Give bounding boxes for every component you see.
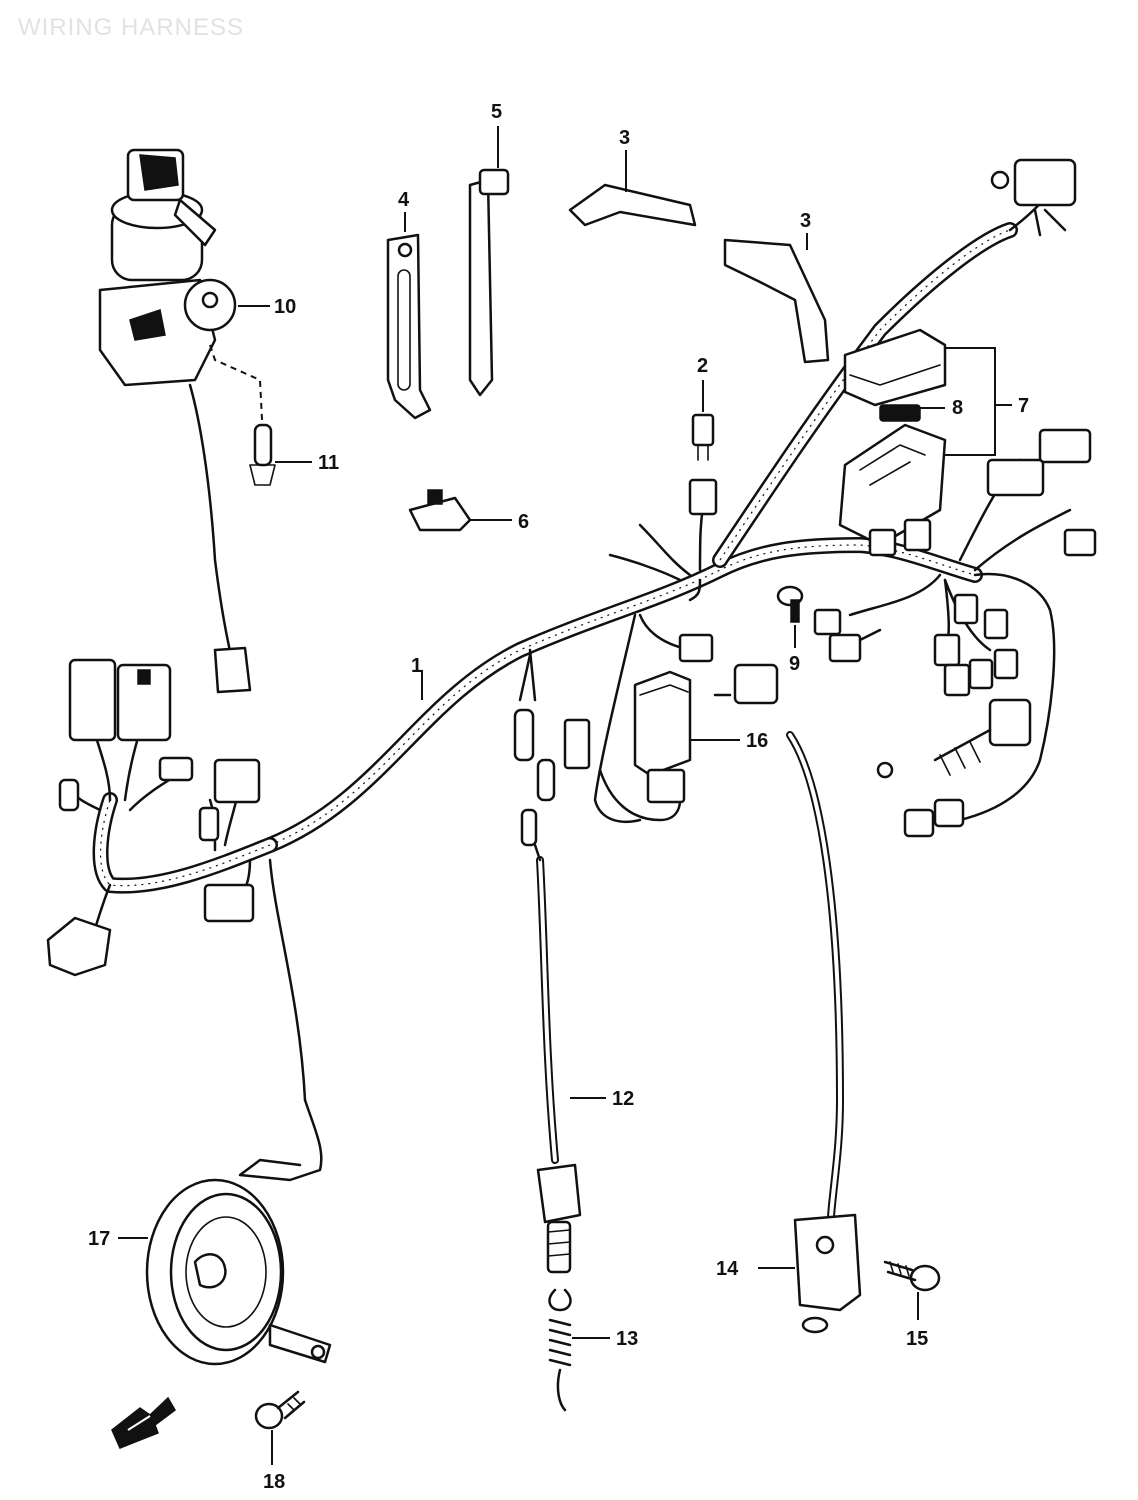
horn bbox=[145, 858, 332, 1366]
connectors-right bbox=[813, 158, 1097, 838]
relay bbox=[563, 633, 714, 804]
front-arrow-icon bbox=[111, 1396, 176, 1449]
neutral-switch bbox=[713, 663, 862, 1334]
label-4: 4 bbox=[398, 189, 410, 211]
label-12: 12 bbox=[612, 1088, 634, 1110]
fuse-box bbox=[838, 404, 947, 557]
part-labels: 1 2 3 3 4 5 6 7 8 9 10 11 12 13 14 15 16… bbox=[88, 101, 1029, 1493]
main-harness bbox=[92, 222, 1018, 894]
cable-tie bbox=[468, 168, 510, 397]
label-11: 11 bbox=[318, 452, 339, 474]
label-13: 13 bbox=[616, 1328, 638, 1350]
label-14: 14 bbox=[716, 1258, 739, 1280]
label-16: 16 bbox=[746, 730, 768, 752]
label-3b: 3 bbox=[800, 210, 811, 232]
connectors-left bbox=[46, 658, 261, 977]
bolt-horn bbox=[254, 1390, 306, 1430]
bulb bbox=[249, 423, 276, 486]
spring bbox=[548, 1288, 572, 1412]
label-3a: 3 bbox=[619, 127, 630, 149]
sensor-cable bbox=[513, 648, 582, 1274]
ignition-switch bbox=[98, 148, 263, 694]
clamp-band bbox=[386, 233, 432, 420]
label-1: 1 bbox=[411, 655, 422, 677]
label-5: 5 bbox=[491, 101, 502, 123]
bolt bbox=[883, 1260, 941, 1292]
diagram-title: WIRING HARNESS bbox=[18, 14, 245, 41]
label-2: 2 bbox=[697, 355, 708, 377]
label-8: 8 bbox=[952, 397, 963, 419]
label-15: 15 bbox=[906, 1328, 928, 1350]
label-9: 9 bbox=[789, 653, 800, 675]
label-6: 6 bbox=[518, 511, 529, 533]
leader-lines bbox=[118, 126, 1012, 1465]
holder bbox=[408, 489, 472, 532]
label-18: 18 bbox=[263, 1471, 285, 1493]
protector-b bbox=[723, 238, 830, 364]
label-7: 7 bbox=[1018, 395, 1029, 417]
label-10: 10 bbox=[274, 296, 296, 318]
protector-a bbox=[568, 183, 697, 227]
fuse bbox=[688, 413, 718, 516]
screw bbox=[776, 585, 804, 623]
label-17: 17 bbox=[88, 1228, 110, 1250]
fuse-box-cover bbox=[843, 328, 947, 407]
